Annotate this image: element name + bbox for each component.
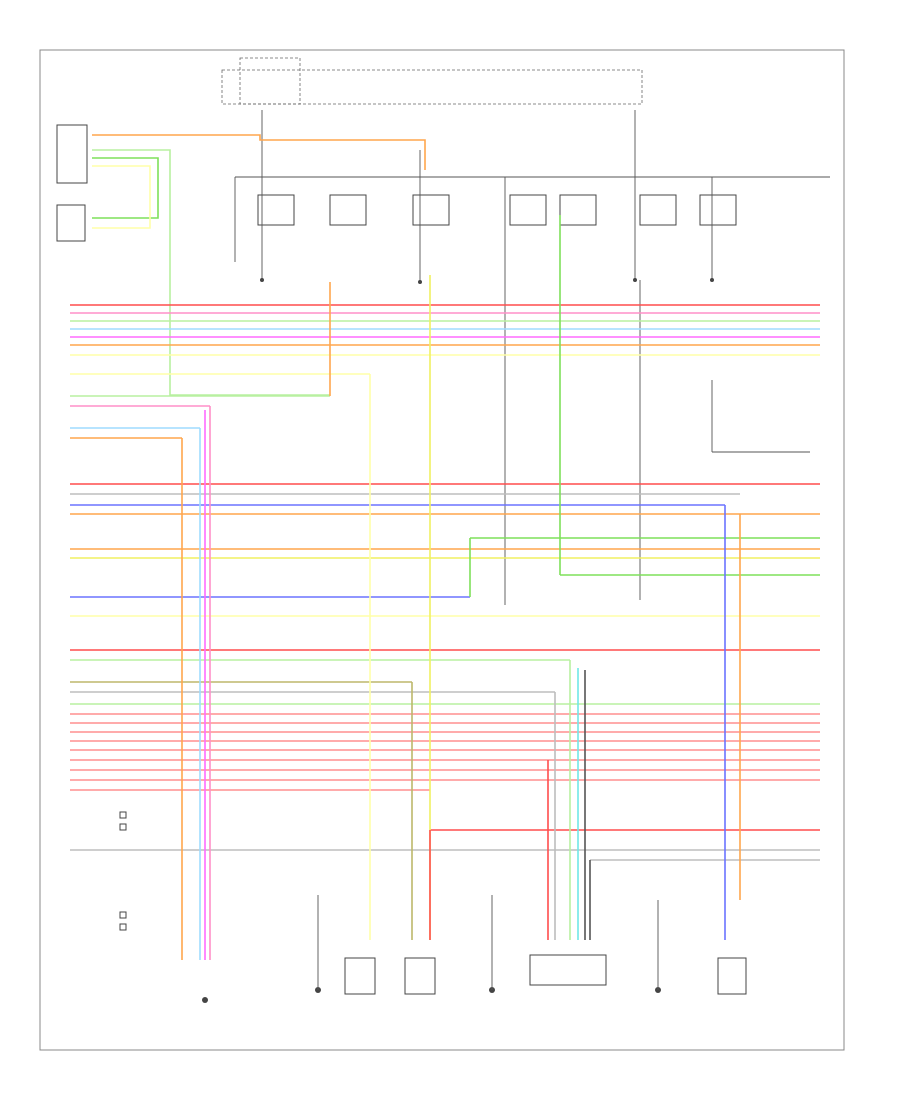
wire-bundle-lower	[70, 649, 820, 861]
relay-box-4	[509, 194, 547, 226]
relay-row	[257, 194, 737, 226]
relay-box-3	[412, 194, 450, 226]
relay-box-2	[329, 194, 367, 226]
fuse-block-box	[221, 69, 643, 105]
sensor-box-4	[717, 957, 747, 995]
control-module-left	[56, 124, 88, 184]
relay-box-1	[257, 194, 295, 226]
relay-box-7	[699, 194, 737, 226]
fuel-pump-module	[56, 204, 86, 242]
sensor-box-2	[404, 957, 436, 995]
wire-drops	[181, 215, 741, 960]
sensor-box-3	[529, 954, 607, 986]
bottom-components	[344, 954, 747, 995]
vertical-feeds	[261, 110, 713, 605]
wire-yellow-feed	[92, 165, 151, 229]
wire-bundle-middle	[70, 395, 820, 617]
wire-bundle-top	[70, 304, 820, 375]
diagram-frame	[39, 49, 845, 1051]
sensor-box-1	[344, 957, 376, 995]
wire-yellowgreen-feed	[92, 149, 330, 396]
left-connector-marks	[119, 811, 127, 931]
wire-orange-feed	[92, 134, 426, 170]
grey-links	[317, 380, 810, 990]
relay-box-6	[639, 194, 677, 226]
relay-box-5	[559, 194, 597, 226]
ground-symbols	[202, 278, 714, 1003]
wire-green-feed	[92, 157, 159, 219]
relay-box	[239, 57, 301, 105]
